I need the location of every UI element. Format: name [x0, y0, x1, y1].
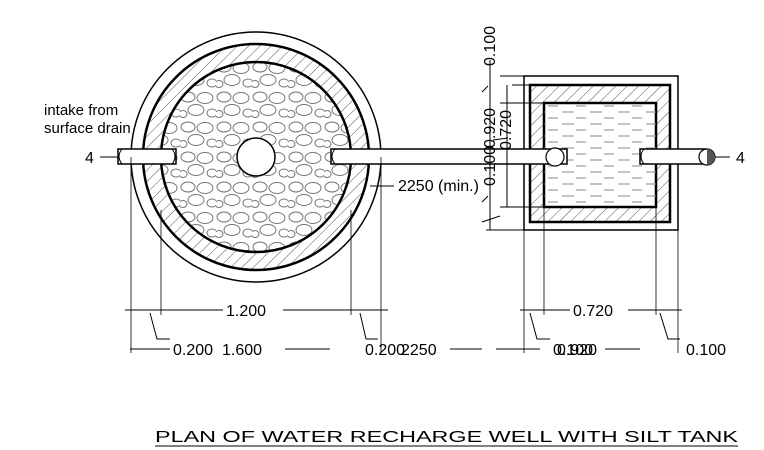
- dim-tank-wall-left: 0.100: [553, 342, 593, 359]
- dim-tank-v-inner: 0.720: [498, 110, 515, 150]
- dim-tank-v-outer: 0.920: [482, 108, 499, 148]
- pipe-length-label: 2250 (min.): [398, 178, 479, 195]
- dim-spacing: 2250: [401, 342, 437, 359]
- section-mark-left: 4: [85, 150, 94, 167]
- dim-tank-wall-right: 0.100: [686, 342, 726, 359]
- dim-well-wall-left: 0.200: [173, 342, 213, 359]
- intake-label-line1: intake from: [44, 102, 118, 119]
- dim-well-wall-right: 0.200: [365, 342, 405, 359]
- dim-tank-v-top: 0.100: [482, 26, 499, 66]
- dim-well-inner-dia: 1.200: [226, 303, 266, 320]
- dim-well-outer-dia: 1.600: [222, 342, 262, 359]
- tank-dimensions-v: [481, 60, 544, 231]
- intake-label-line2: surface drain: [44, 120, 131, 137]
- well-dimensions: [125, 309, 388, 350]
- intake-pipe: [117, 148, 177, 165]
- section-markers: 4 4: [85, 148, 745, 167]
- tank-inlet: [545, 147, 565, 167]
- outlet-pipe: [639, 148, 707, 165]
- dim-tank-inner: 0.720: [573, 303, 613, 320]
- well-center-pipe: [236, 137, 276, 177]
- tank-dimensions-h: [450, 309, 682, 350]
- drawing-title: PLAN OF WATER RECHARGE WELL WITH SILT TA…: [155, 429, 738, 446]
- connecting-pipe: [330, 148, 568, 165]
- dim-tank-v-bottom: 0.100: [482, 146, 499, 186]
- section-mark-right: 4: [736, 150, 745, 167]
- dim-tank-outer: 0.920: [557, 342, 597, 359]
- pipes: [117, 147, 707, 167]
- extension-lines: [130, 157, 679, 353]
